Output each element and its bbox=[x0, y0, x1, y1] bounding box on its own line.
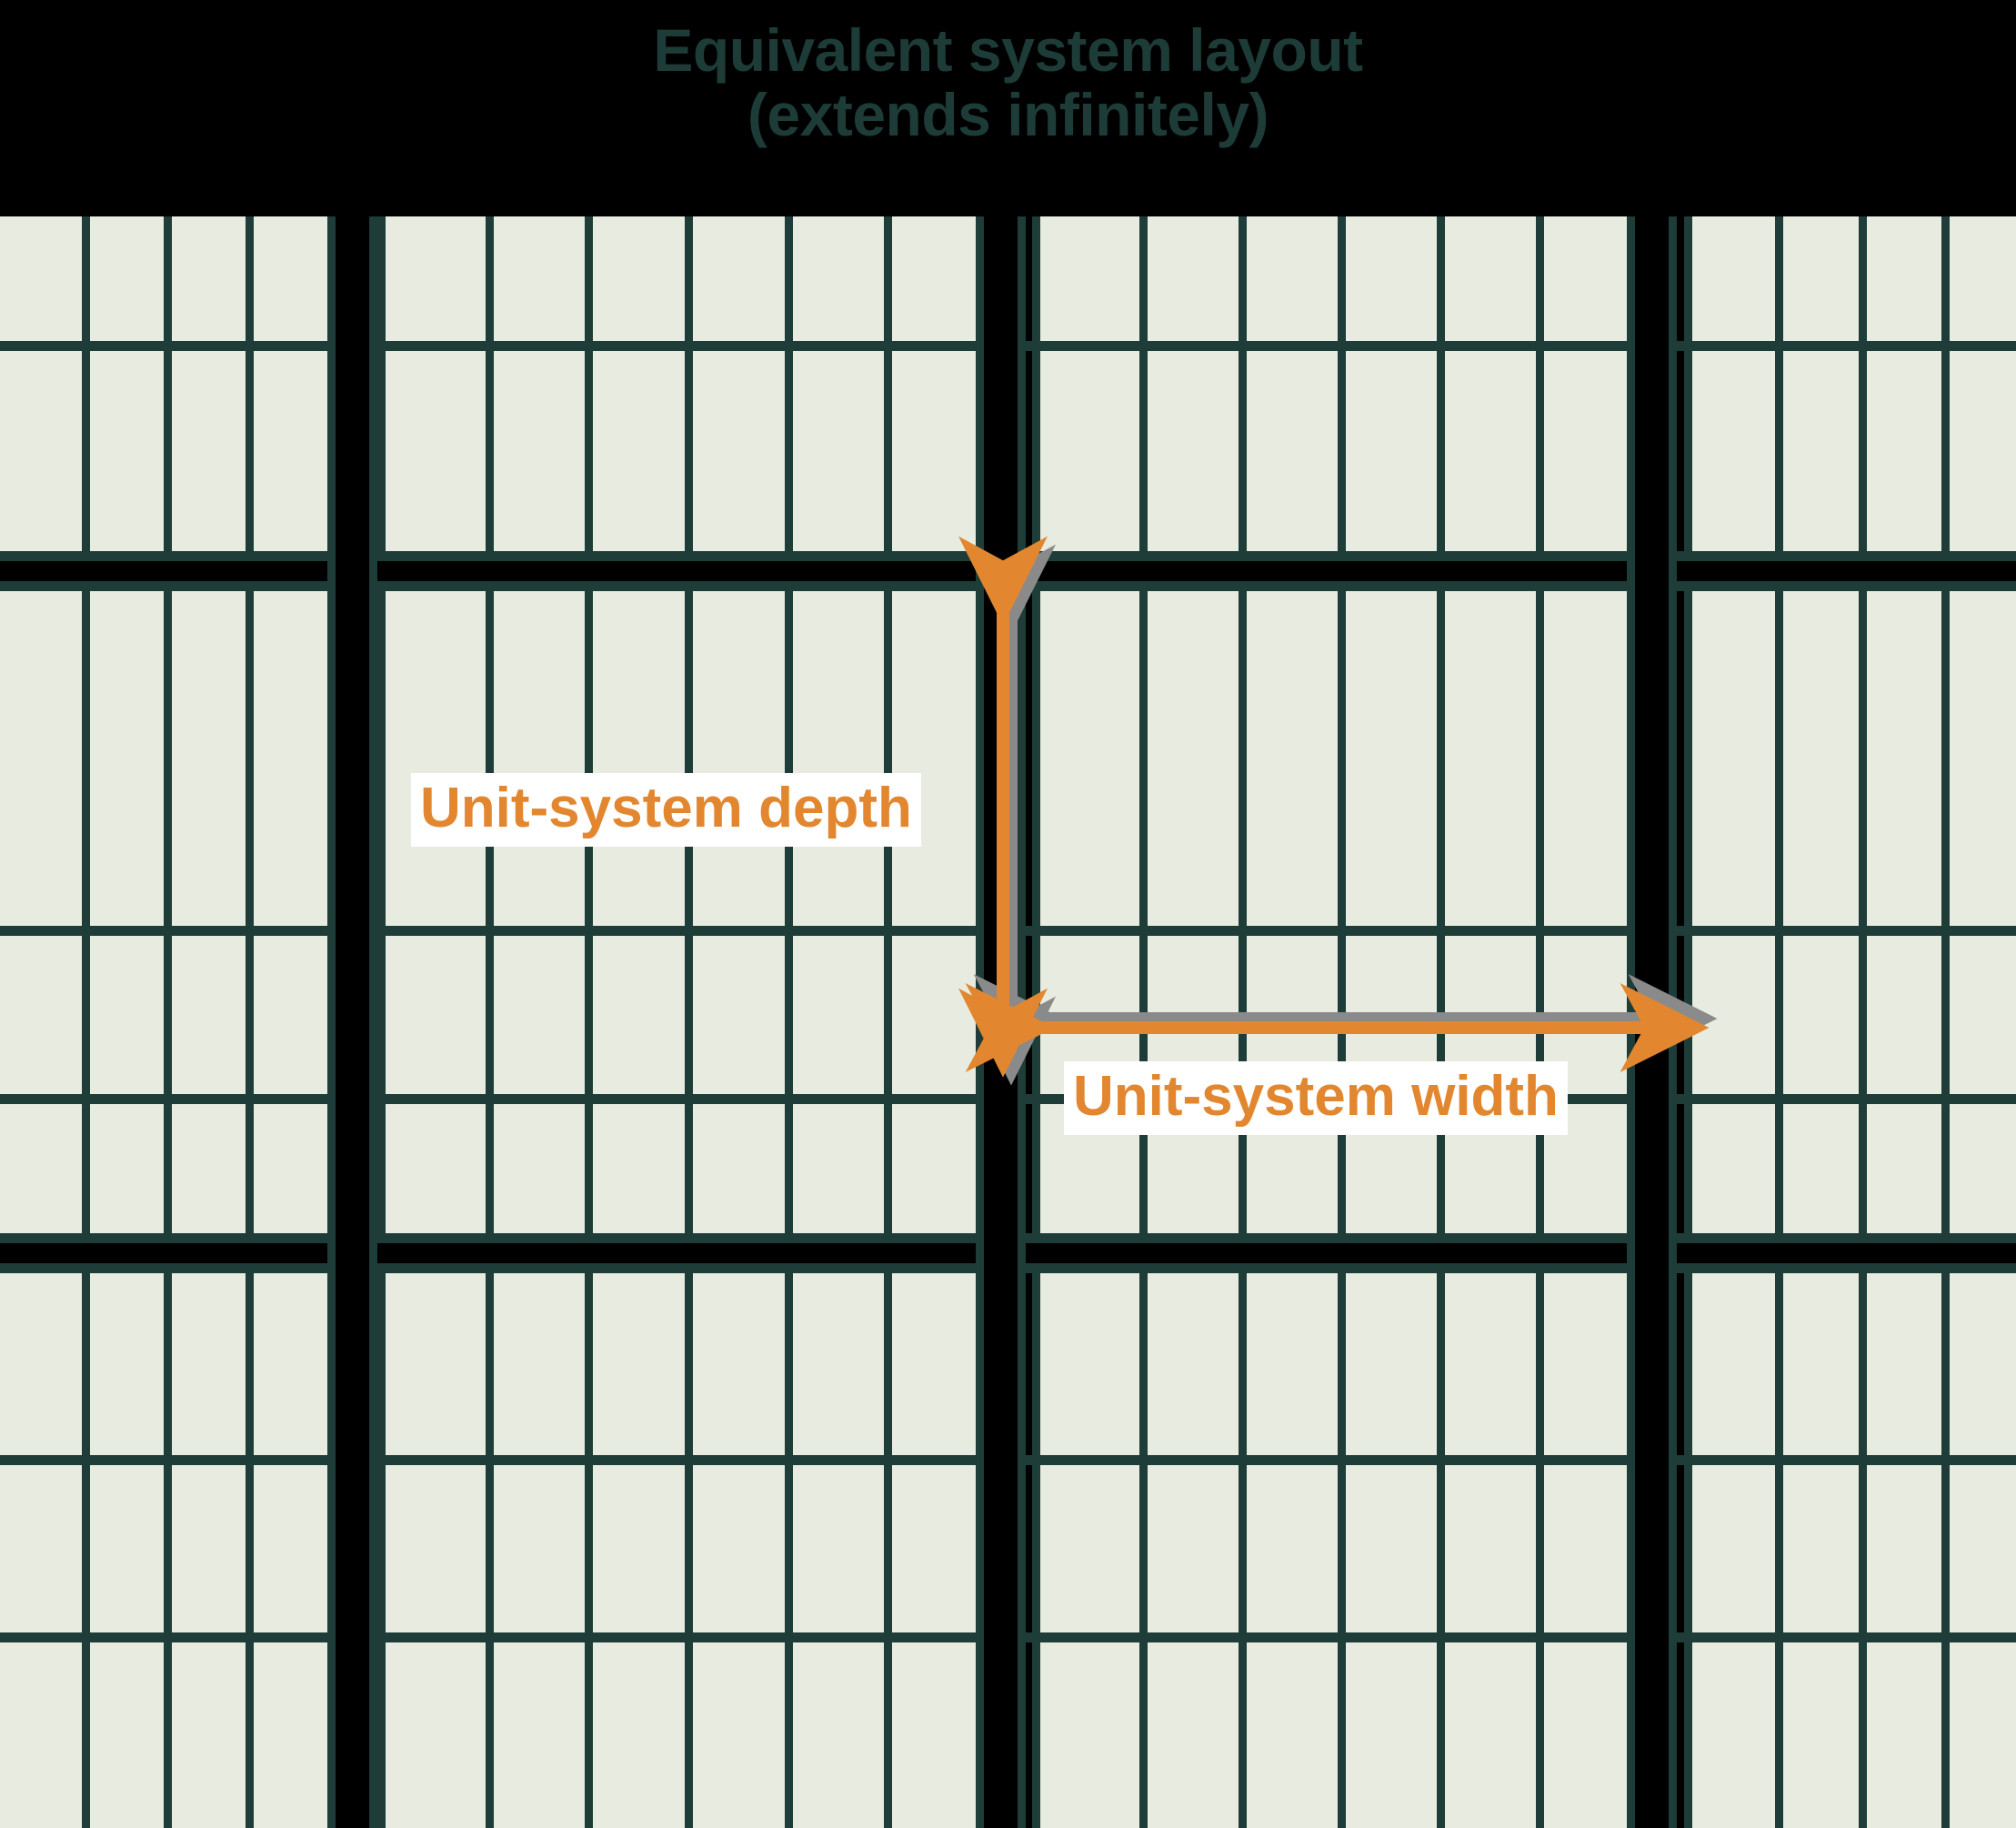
minor-street-vertical bbox=[1338, 216, 1346, 1828]
arterial-street-vertical bbox=[1627, 216, 1677, 1828]
minor-street-vertical bbox=[1536, 216, 1544, 1828]
title-line-1: Equivalent system layout bbox=[653, 16, 1363, 84]
minor-street-vertical bbox=[164, 216, 172, 1828]
block-column-group bbox=[0, 216, 327, 1828]
block-column-group bbox=[1684, 216, 2016, 1828]
page-title: Equivalent system layout (extends infini… bbox=[0, 16, 2016, 149]
minor-street-vertical bbox=[1239, 216, 1247, 1828]
minor-street-vertical bbox=[1941, 216, 1950, 1828]
minor-street-vertical bbox=[1859, 216, 1867, 1828]
minor-street-vertical bbox=[486, 216, 494, 1828]
unit-system-depth-label: Unit-system depth bbox=[411, 773, 921, 848]
street-grid bbox=[0, 216, 2016, 1828]
minor-street-vertical bbox=[1775, 216, 1783, 1828]
minor-street-vertical bbox=[246, 216, 254, 1828]
minor-street-vertical bbox=[82, 216, 90, 1828]
block-column-group bbox=[1032, 216, 1627, 1828]
arterial-street-vertical bbox=[327, 216, 377, 1828]
minor-street-vertical bbox=[585, 216, 593, 1828]
minor-street-vertical bbox=[685, 216, 693, 1828]
minor-street-vertical bbox=[884, 216, 892, 1828]
minor-street-vertical bbox=[1139, 216, 1148, 1828]
title-line-2: (extends infinitely) bbox=[747, 81, 1269, 149]
minor-street-vertical bbox=[785, 216, 793, 1828]
arterial-street-vertical bbox=[976, 216, 1026, 1828]
unit-system-width-label: Unit-system width bbox=[1064, 1061, 1568, 1136]
block-column-group bbox=[377, 216, 976, 1828]
minor-street-vertical bbox=[1437, 216, 1445, 1828]
